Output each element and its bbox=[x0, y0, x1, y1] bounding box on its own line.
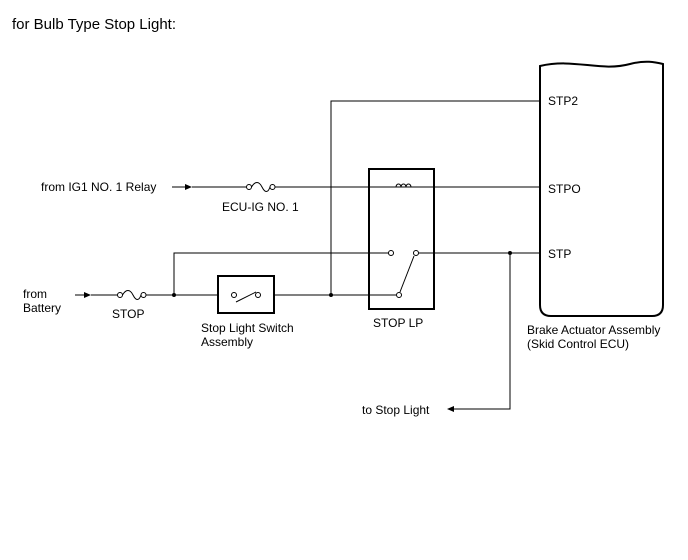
stp2-wire bbox=[330, 100, 540, 295]
battery-source-label-line1: from bbox=[23, 287, 47, 301]
terminal-stpo: STPO bbox=[548, 182, 581, 196]
stop-fuse-icon bbox=[117, 290, 147, 300]
relay-coil-icon bbox=[395, 183, 412, 188]
diagram-title: for Bulb Type Stop Light: bbox=[12, 16, 176, 33]
ig1-source-label: from IG1 NO. 1 Relay bbox=[41, 180, 156, 194]
ecu-label-line1: Brake Actuator Assembly bbox=[527, 323, 660, 337]
ig1-arrow-icon bbox=[185, 184, 192, 190]
junction-dot bbox=[329, 293, 333, 297]
switch-label-line1: Stop Light Switch bbox=[201, 321, 294, 335]
relay-contact-icon bbox=[388, 250, 419, 298]
stop-light-wire bbox=[454, 253, 511, 410]
ecu-ig-fuse-label: ECU-IG NO. 1 bbox=[222, 200, 299, 214]
relay-feed-wire bbox=[173, 252, 389, 295]
battery-source-label-line2: Battery bbox=[23, 301, 61, 315]
switch-label-line2: Assembly bbox=[201, 335, 253, 349]
ecu-label-line2: (Skid Control ECU) bbox=[527, 337, 629, 351]
terminal-stp: STP bbox=[548, 247, 571, 261]
terminal-stp2: STP2 bbox=[548, 94, 578, 108]
stop-fuse-label: STOP bbox=[112, 307, 144, 321]
stop-light-output-label: to Stop Light bbox=[362, 403, 430, 417]
relay-label: STOP LP bbox=[373, 316, 423, 330]
ecu-ig-fuse-icon bbox=[246, 182, 276, 192]
stop-light-switch-box bbox=[217, 275, 275, 314]
stop-lp-relay-box bbox=[368, 168, 435, 310]
ecu-box bbox=[539, 60, 664, 317]
stop-light-switch-icon bbox=[231, 291, 261, 303]
battery-arrow-icon bbox=[84, 292, 91, 298]
stop-light-arrow-icon bbox=[447, 406, 454, 412]
